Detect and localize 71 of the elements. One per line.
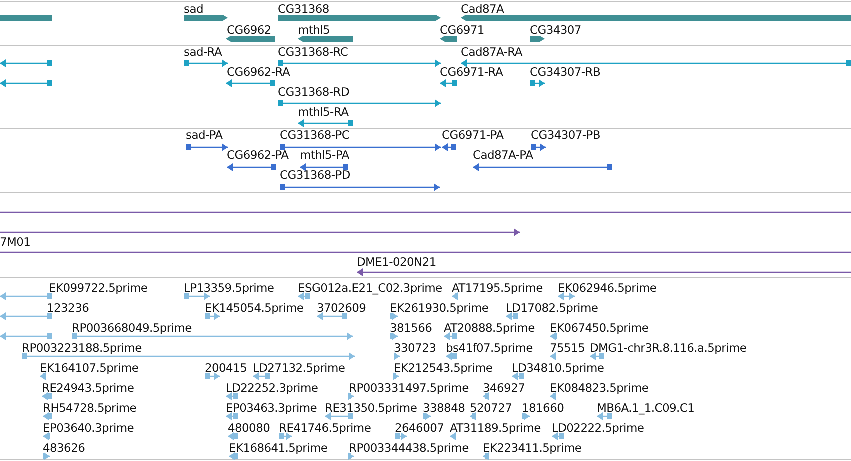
name-label: EK084823.5prime bbox=[550, 381, 649, 395]
name-label: LD02222.5prime bbox=[552, 421, 644, 435]
name-label: CG6971-PA bbox=[442, 128, 504, 142]
name-label: bs41f07.5prime bbox=[446, 341, 533, 355]
name-label: CG34307 bbox=[530, 23, 582, 37]
name-label: EP03640.3prime bbox=[43, 421, 134, 435]
name-label: sad-PA bbox=[186, 128, 223, 142]
name-label: 346927 bbox=[483, 381, 526, 395]
name-label: mthl5 bbox=[298, 23, 330, 37]
name-label: Cad87A bbox=[461, 2, 504, 16]
name-label: 3702609 bbox=[317, 301, 366, 315]
name-label: LD22252.3prime bbox=[226, 381, 318, 395]
name-label: 520727 bbox=[470, 401, 512, 415]
name-label: sad bbox=[184, 2, 204, 16]
name-label: EK067450.5prime bbox=[550, 321, 649, 335]
name-label: 483626 bbox=[43, 441, 86, 455]
name-label: 330723 bbox=[394, 341, 436, 355]
name-label: CG6962-PA bbox=[227, 148, 289, 162]
name-label: EK164107.5prime bbox=[40, 361, 139, 375]
name-label: EP03463.3prime bbox=[226, 401, 318, 415]
name-label: CG6971-RA bbox=[440, 65, 504, 79]
name-label: ESG012a.E21_C02.3prime bbox=[298, 281, 442, 295]
name-label: MB6A.1_1.C09.C1 bbox=[597, 401, 695, 415]
name-label: CG31368-RD bbox=[278, 85, 350, 99]
name-label: DME1-020N21 bbox=[357, 255, 436, 269]
name-label: RE24943.5prime bbox=[42, 381, 134, 395]
name-label: CG34307-PB bbox=[531, 128, 600, 142]
name-label: EK261930.5prime bbox=[390, 301, 489, 315]
name-label: DMG1-chr3R.8.116.a.5prime bbox=[590, 341, 747, 355]
name-label: Cad87A-PA bbox=[473, 148, 534, 162]
name-label: 381566 bbox=[390, 321, 432, 335]
name-label: CG31368-RC bbox=[278, 45, 348, 59]
name-label: LP13359.5prime bbox=[184, 281, 274, 295]
name-label: 2646007 bbox=[395, 421, 444, 435]
name-label: CG31368-PC bbox=[280, 128, 350, 142]
name-label: EK145054.5prime bbox=[205, 301, 304, 315]
name-label: CG31368-PD bbox=[280, 168, 350, 182]
name-label: RE31350.5prime bbox=[325, 401, 418, 415]
name-label: RP003223188.5prime bbox=[22, 341, 142, 355]
name-label: EK223411.5prime bbox=[483, 441, 582, 455]
name-label: RE41746.5prime bbox=[279, 421, 372, 435]
name-label: 123236 bbox=[47, 301, 90, 315]
name-label: EK212543.5prime bbox=[394, 361, 493, 375]
name-label: EK062946.5prime bbox=[558, 281, 657, 295]
name-label: mthl5-PA bbox=[300, 148, 350, 162]
name-label: RP003331497.5prime bbox=[349, 381, 469, 395]
name-label: EK099722.5prime bbox=[49, 281, 148, 295]
name-label: LD34810.5prime bbox=[512, 361, 604, 375]
name-label: 480080 bbox=[228, 421, 270, 435]
name-label: LD27132.5prime bbox=[253, 361, 346, 375]
name-label: RP003668049.5prime bbox=[72, 321, 192, 335]
name-label: 7M01 bbox=[0, 235, 31, 249]
name-label: AT31189.5prime bbox=[450, 421, 541, 435]
name-label: CG34307-RB bbox=[530, 65, 601, 79]
name-label: CG6962 bbox=[227, 23, 272, 37]
name-label: EK168641.5prime bbox=[229, 441, 328, 455]
name-label: CG6962-RA bbox=[227, 65, 290, 79]
name-label: CG31368 bbox=[278, 2, 330, 16]
name-label: LD17082.5prime bbox=[506, 301, 598, 315]
name-label: Cad87A-RA bbox=[461, 45, 522, 59]
name-label: sad-RA bbox=[184, 45, 222, 59]
name-label: 75515 bbox=[550, 341, 586, 355]
name-label: AT17195.5prime bbox=[452, 281, 543, 295]
name-label: RP003344438.5prime bbox=[349, 441, 469, 455]
name-label: RH54728.5prime bbox=[43, 401, 136, 415]
name-label: 338848 bbox=[423, 401, 466, 415]
name-label: AT20888.5prime bbox=[444, 321, 535, 335]
name-label: CG6971 bbox=[440, 23, 484, 37]
name-label: 181660 bbox=[522, 401, 564, 415]
name-label: 200415 bbox=[205, 361, 248, 375]
name-label: mthl5-RA bbox=[298, 105, 349, 119]
